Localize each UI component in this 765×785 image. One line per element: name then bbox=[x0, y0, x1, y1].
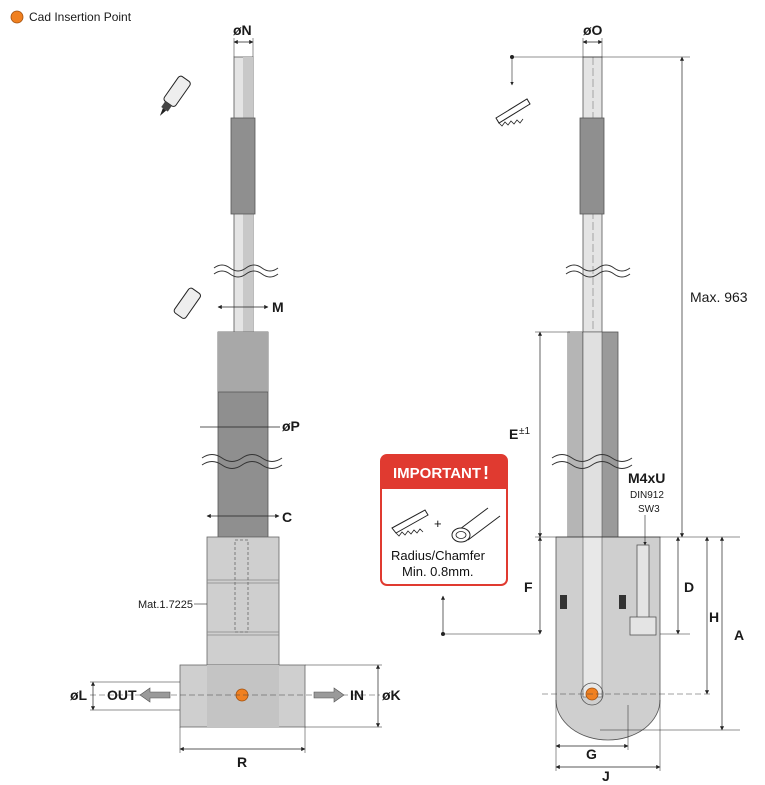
screw-head bbox=[629, 616, 657, 636]
in-label: IN bbox=[350, 687, 364, 703]
clamp-body bbox=[206, 536, 280, 666]
legend-label: Cad Insertion Point bbox=[29, 10, 132, 24]
break-mark-upper bbox=[213, 264, 279, 272]
out-label: OUT bbox=[107, 687, 137, 703]
important-title: IMPORTANT bbox=[393, 465, 481, 482]
material-label: Mat.1.7225 bbox=[138, 599, 193, 611]
saw-icon bbox=[391, 509, 429, 537]
din-label: DIN912 bbox=[630, 490, 664, 501]
dim-K: øK bbox=[382, 687, 401, 703]
in-arrow bbox=[313, 687, 345, 703]
important-notice: IMPORTANT ! + Radius/Chamfer Min. 0.8mm. bbox=[380, 454, 540, 636]
dim-H: H bbox=[709, 609, 719, 625]
plus-sign: + bbox=[434, 516, 442, 531]
right-view: øO Max. 963 E ±1 F M4xU DIN912 SW3 D H A… bbox=[495, 22, 748, 784]
out-arrow bbox=[139, 687, 171, 703]
dim-C: C bbox=[282, 509, 292, 525]
dim-L: øL bbox=[70, 687, 88, 703]
tube-icon bbox=[451, 507, 501, 543]
clamp-screw-right bbox=[636, 544, 650, 621]
screw-label: M4xU bbox=[628, 470, 665, 486]
dim-N: øN bbox=[233, 22, 252, 38]
break-mark-upper-2 bbox=[213, 270, 279, 278]
sw-label: SW3 bbox=[638, 504, 660, 515]
left-view: OUT IN øN M øP C Mat.1.7225 øL øK R bbox=[70, 22, 401, 770]
right-grip-sleeve bbox=[579, 117, 605, 215]
clamp-screw bbox=[234, 539, 249, 633]
important-exclaim: ! bbox=[483, 463, 489, 483]
dim-J: J bbox=[602, 768, 610, 784]
break-mark-lower-2 bbox=[201, 461, 283, 469]
important-line1: Radius/Chamfer bbox=[391, 548, 486, 563]
dim-E-tol: ±1 bbox=[519, 426, 530, 437]
saw-icon-right bbox=[495, 98, 531, 127]
dim-M: M bbox=[272, 299, 284, 315]
dim-F: F bbox=[524, 579, 533, 595]
dim-D: D bbox=[684, 579, 694, 595]
glue-bottle-icon bbox=[159, 75, 191, 116]
legend: Cad Insertion Point bbox=[10, 10, 132, 24]
lower-tube-light bbox=[218, 332, 268, 392]
grip-sleeve bbox=[230, 117, 256, 215]
insertion-point-marker bbox=[10, 10, 24, 24]
dim-R: R bbox=[237, 754, 247, 770]
break-mark-lower bbox=[201, 454, 283, 462]
dim-O: øO bbox=[583, 22, 603, 38]
dim-E: E bbox=[509, 426, 518, 442]
dim-A: A bbox=[734, 627, 744, 643]
important-line2: Min. 0.8mm. bbox=[402, 564, 474, 579]
dim-max: Max. 963 bbox=[690, 289, 748, 305]
dim-P: øP bbox=[282, 418, 300, 434]
dim-G: G bbox=[586, 746, 597, 762]
glue-bottle-icon-lower bbox=[173, 287, 201, 319]
